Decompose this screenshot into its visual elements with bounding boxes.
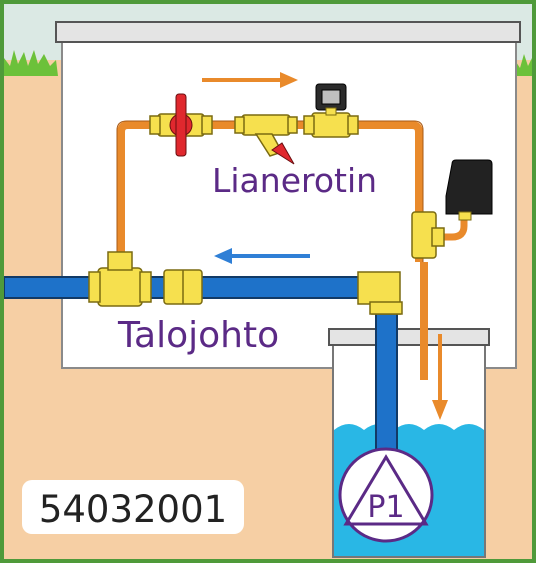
grass-left [4,50,58,76]
tee-nut-left [88,271,101,303]
grass-right [514,54,532,76]
ball-valve-nut-left [149,115,161,135]
ball-valve-nut-right [201,115,213,135]
switch-tee-branch [431,227,445,247]
pump-label: P1 [367,490,404,525]
pressure-switch-icon [445,159,493,215]
solenoid-nut-left [303,115,315,135]
ball-valve-handle [175,93,187,157]
pump-body [338,447,434,543]
tee-fitting-main [97,267,143,307]
solenoid-coil-detail [321,89,341,105]
tee-fitting-top [107,251,133,271]
house-wall [61,33,517,369]
y-strainer-icon [241,114,291,136]
pressure-switch-mount [458,211,472,221]
strainer-nut-left [234,116,245,134]
strainer-nut-right [287,116,298,134]
strainer-label: Lianerotin [212,161,377,200]
strainer-plug [271,142,295,165]
arrow-right-orange [202,72,298,88]
ceiling-slab [55,21,521,43]
code-label: 54032001 [39,488,227,531]
well-riser-pipe [375,304,398,466]
switch-branch-pipe [428,212,468,241]
elbow-nut [369,301,403,315]
supply-line-label: Talojohto [117,315,279,356]
well-rim [328,328,490,346]
pump-triangle-icon [343,454,429,526]
arrow-left-blue [214,248,310,264]
arrow-down-orange [432,334,448,420]
solenoid-nut-right [347,115,359,135]
code-box [22,480,244,534]
solenoid-stem [325,107,337,116]
solenoid-valve-body [311,112,351,138]
tee-nut-right [139,271,152,303]
